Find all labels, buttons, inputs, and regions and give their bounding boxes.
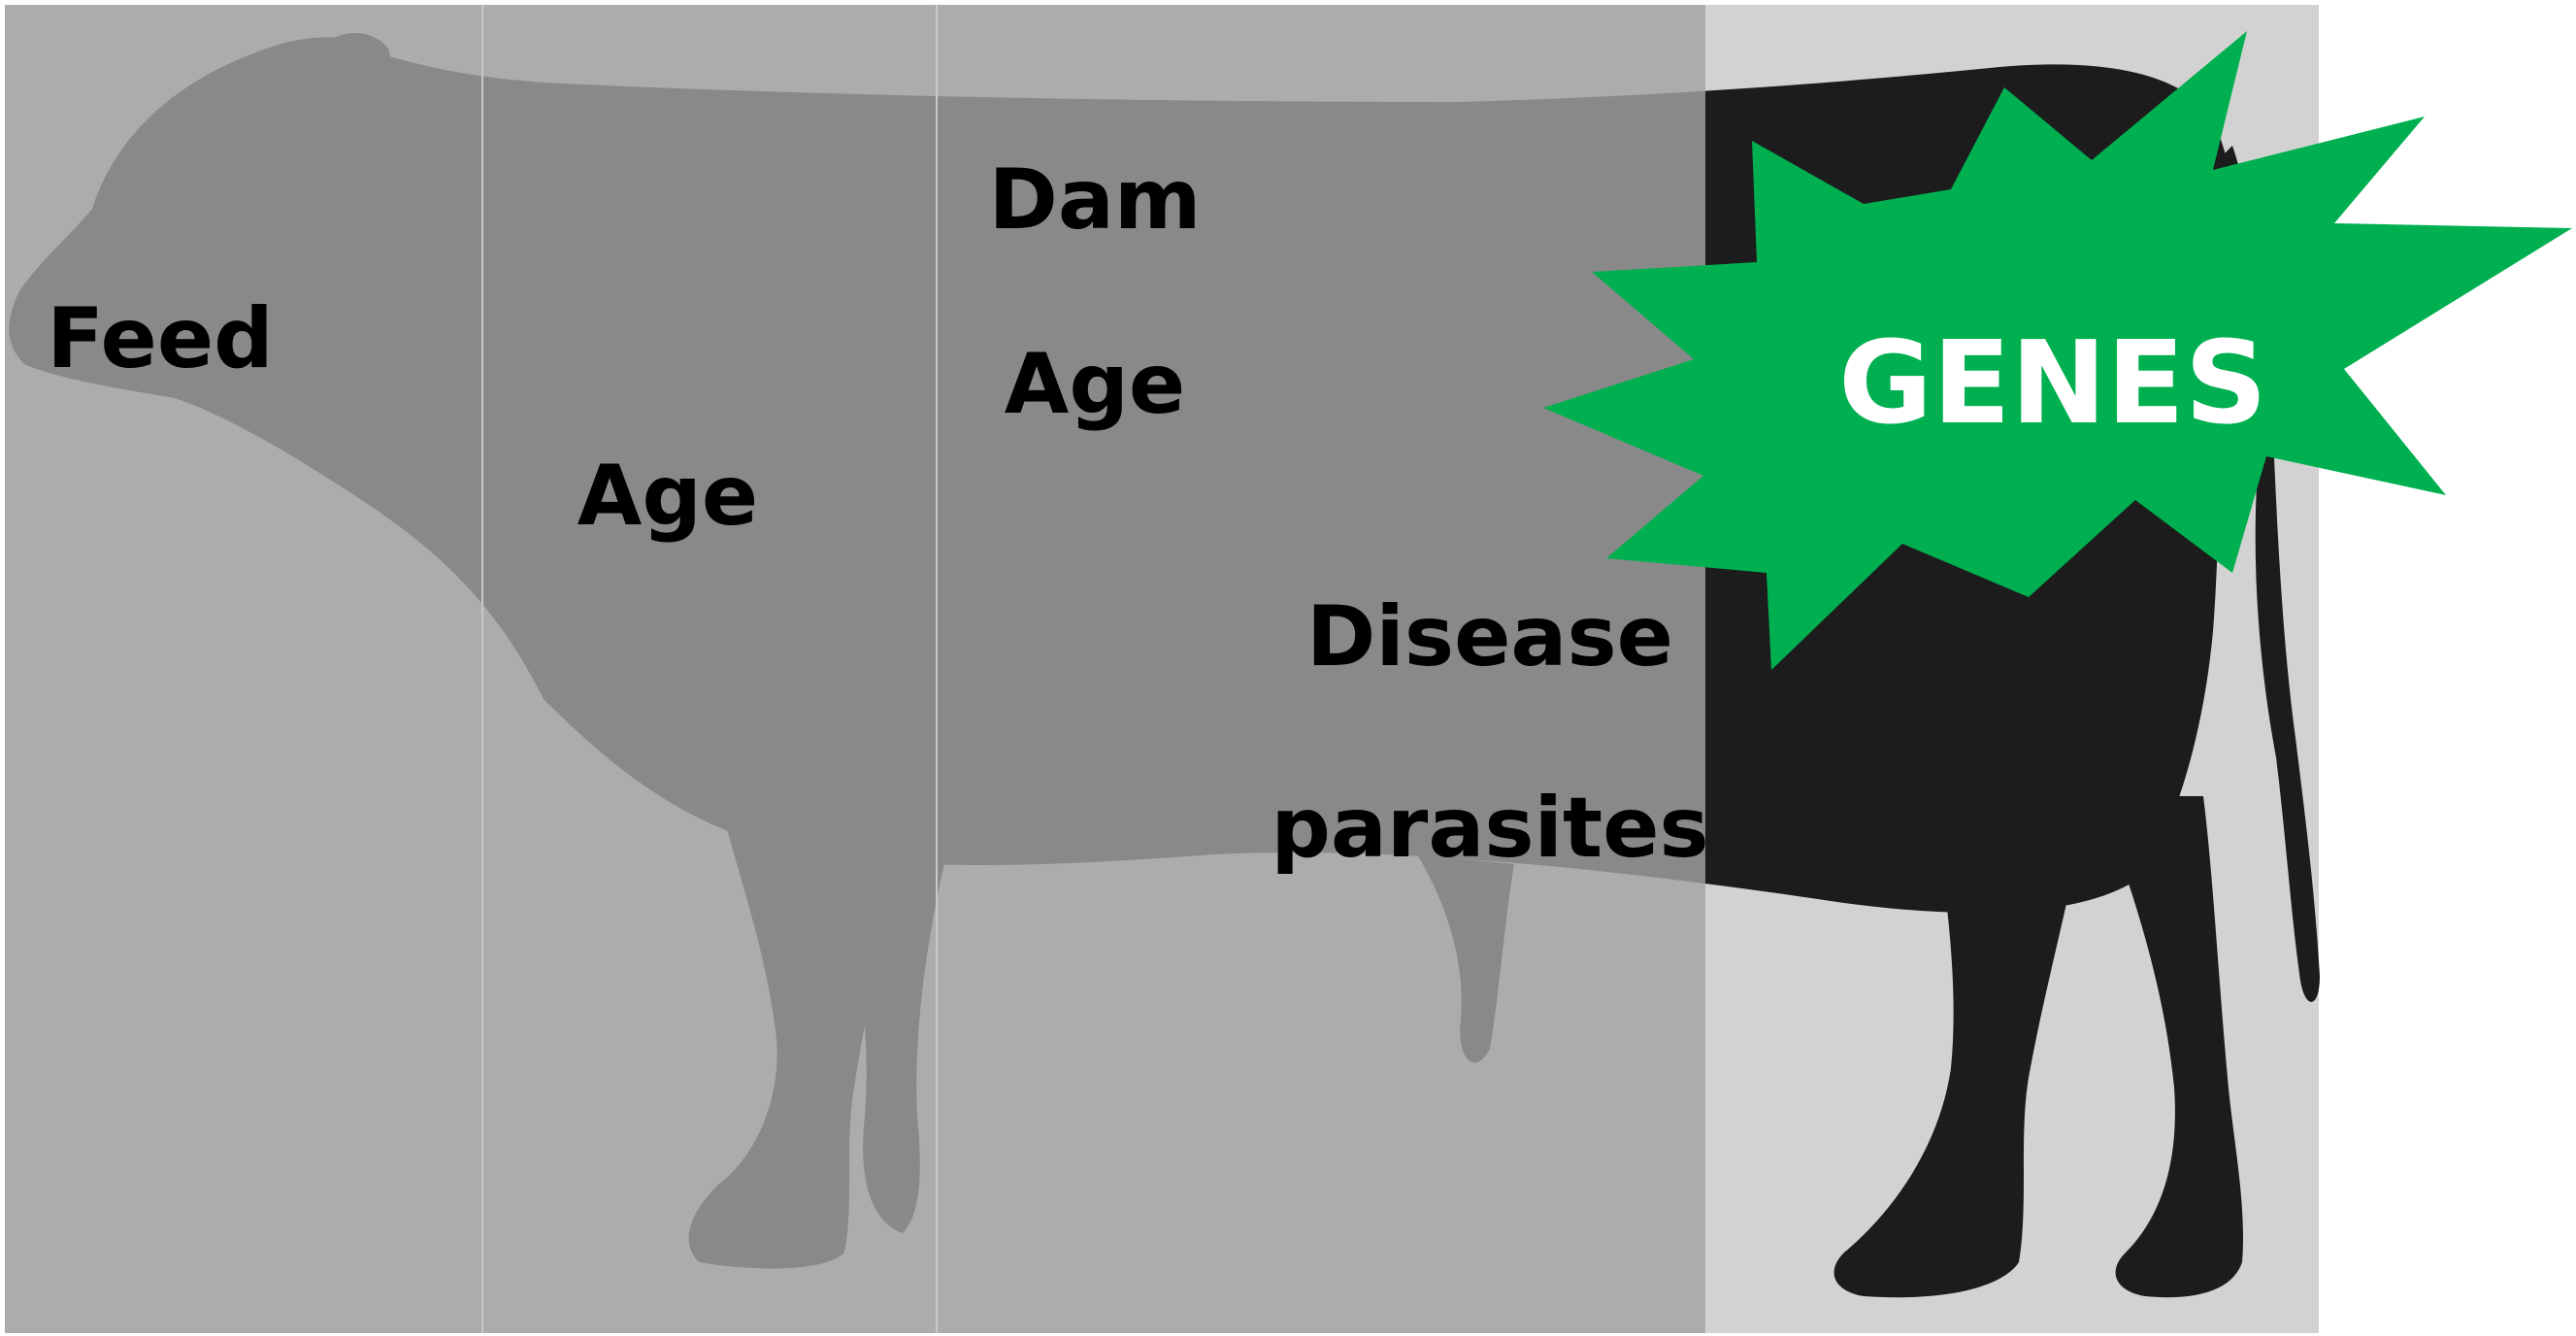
disease-label: Disease bbox=[1306, 588, 1673, 685]
parasites-label: parasites bbox=[1271, 780, 1708, 877]
dam-label: Dam bbox=[988, 151, 1201, 249]
age-label: Age bbox=[578, 448, 758, 545]
dam-age-label: Age bbox=[1005, 336, 1185, 433]
feed-label: Feed bbox=[47, 290, 273, 387]
genes-label: GENES bbox=[1838, 316, 2267, 450]
